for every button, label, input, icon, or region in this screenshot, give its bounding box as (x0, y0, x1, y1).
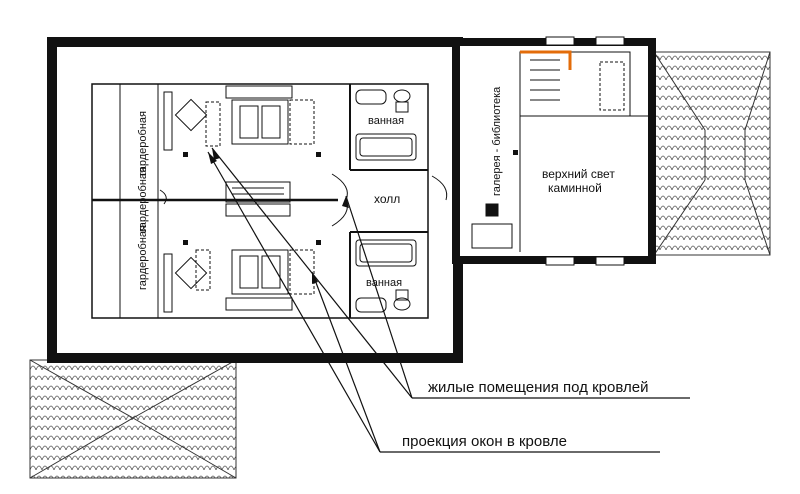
stair-block (471, 50, 652, 252)
roof-bottom-left (29, 359, 237, 479)
wardrobe-label-2: гардеробная (137, 167, 149, 232)
bathroom-bottom-label: ванная (366, 277, 402, 289)
wardrobe-label-1: гардеробная (137, 111, 149, 176)
gallery-label: галерея - библиотека (491, 86, 503, 196)
bathroom-top-fixtures (355, 89, 417, 161)
wardrobe-label-3: гардеробная (137, 225, 149, 290)
callout-arrowheads (208, 148, 349, 284)
callout-living-rooms: жилые помещения под кровлей (428, 379, 648, 396)
bathroom-top-label: ванная (368, 115, 404, 127)
callout-window-projection: проекция окон в кровле (402, 433, 567, 450)
bedroom-top-furniture (163, 85, 315, 203)
skylight-label-line1: верхний свет (542, 167, 615, 181)
column-markers (183, 150, 518, 245)
hall-label: холл (374, 192, 400, 206)
skylight-label-line2: каминной (548, 181, 602, 195)
roof-top-right (653, 51, 771, 256)
bathroom-bottom-fixtures (355, 239, 417, 313)
main-building-walls (47, 37, 656, 363)
bedroom-bottom-furniture (163, 203, 315, 313)
windows (545, 36, 625, 266)
